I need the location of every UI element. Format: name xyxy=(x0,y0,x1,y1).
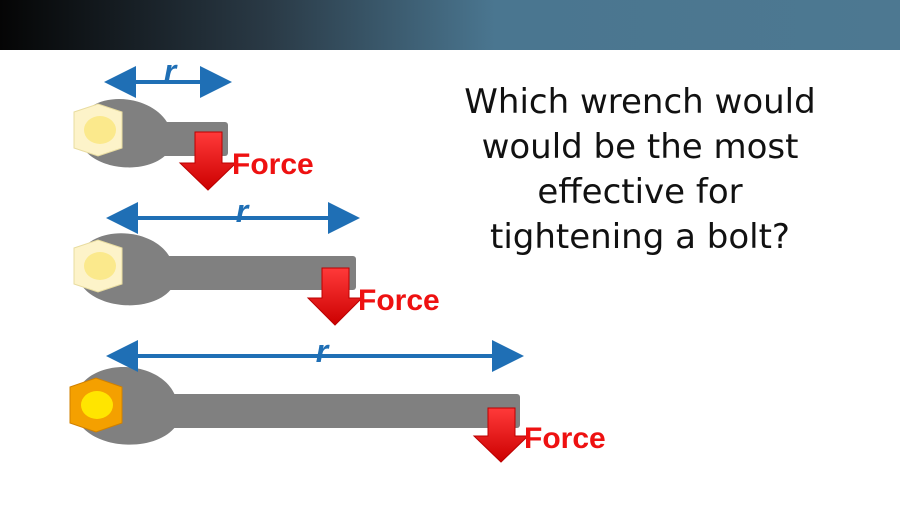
header-bar xyxy=(0,0,900,50)
bolt-center xyxy=(81,391,113,419)
wrench-long: r Force xyxy=(69,333,606,463)
force-label: Force xyxy=(524,422,606,455)
force-arrow xyxy=(178,131,238,191)
force-arrow xyxy=(306,267,364,326)
force-arrow xyxy=(472,407,530,463)
radius-label: r xyxy=(316,333,330,369)
force-label: Force xyxy=(358,284,440,317)
force-label: Force xyxy=(232,148,314,181)
wrench-medium: r Force xyxy=(73,193,440,326)
bolt-center xyxy=(84,252,116,280)
wrench-handle xyxy=(150,256,356,290)
question-text: Which wrench would would be the most eff… xyxy=(464,82,816,257)
wrench-handle xyxy=(150,394,520,428)
wrench-short: r Force xyxy=(73,53,314,191)
radius-label: r xyxy=(164,53,178,89)
radius-label: r xyxy=(236,193,250,229)
bolt-center xyxy=(84,116,116,144)
